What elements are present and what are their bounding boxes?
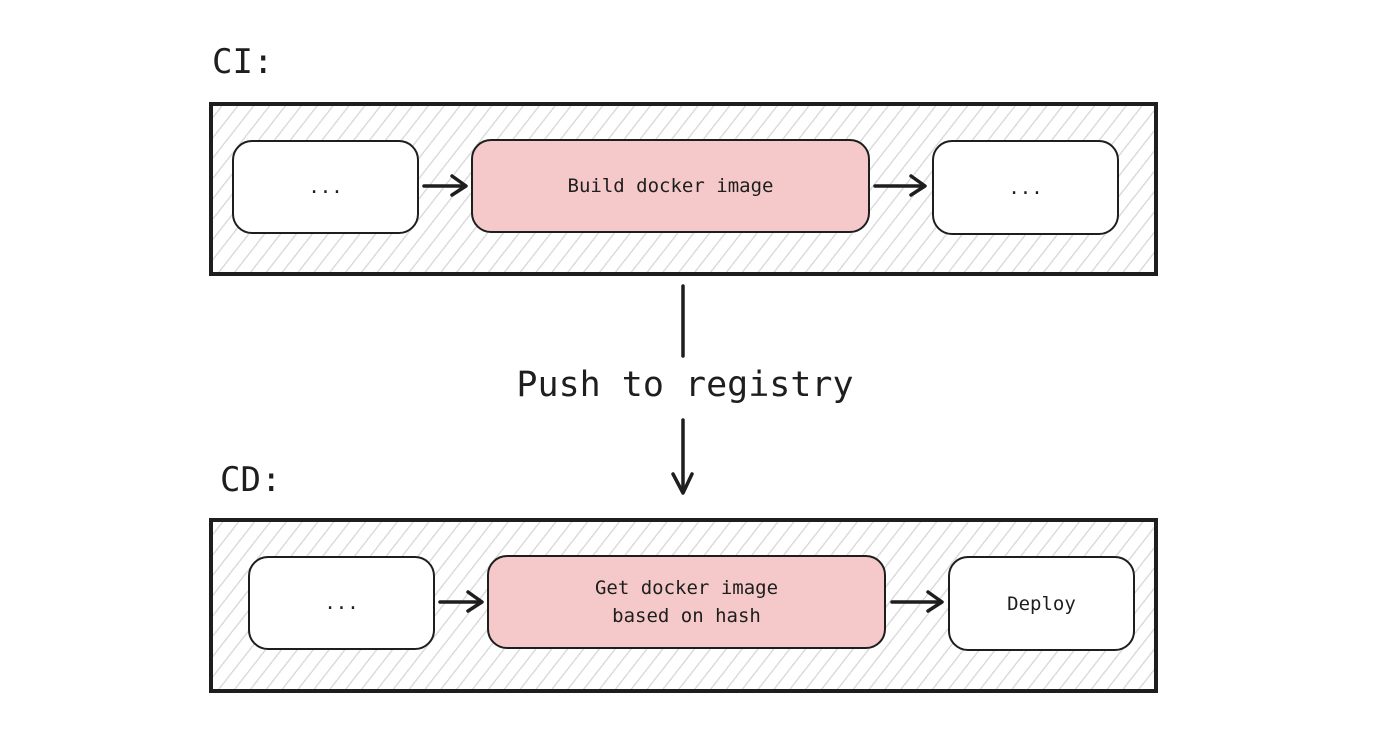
cd-step-previous: ... [248,556,435,650]
cd-step-deploy: Deploy [948,556,1135,651]
cd-step-get-docker-image: Get docker image based on hash [487,555,886,649]
cd-section-label: CD: [220,460,282,500]
ci-step-build-docker-image: Build docker image [471,139,870,233]
ci-section-label: CI: [212,42,274,82]
ci-step-previous: ... [232,140,419,234]
ci-step-next: ... [932,140,1119,235]
push-to-registry-label: Push to registry [516,365,854,405]
